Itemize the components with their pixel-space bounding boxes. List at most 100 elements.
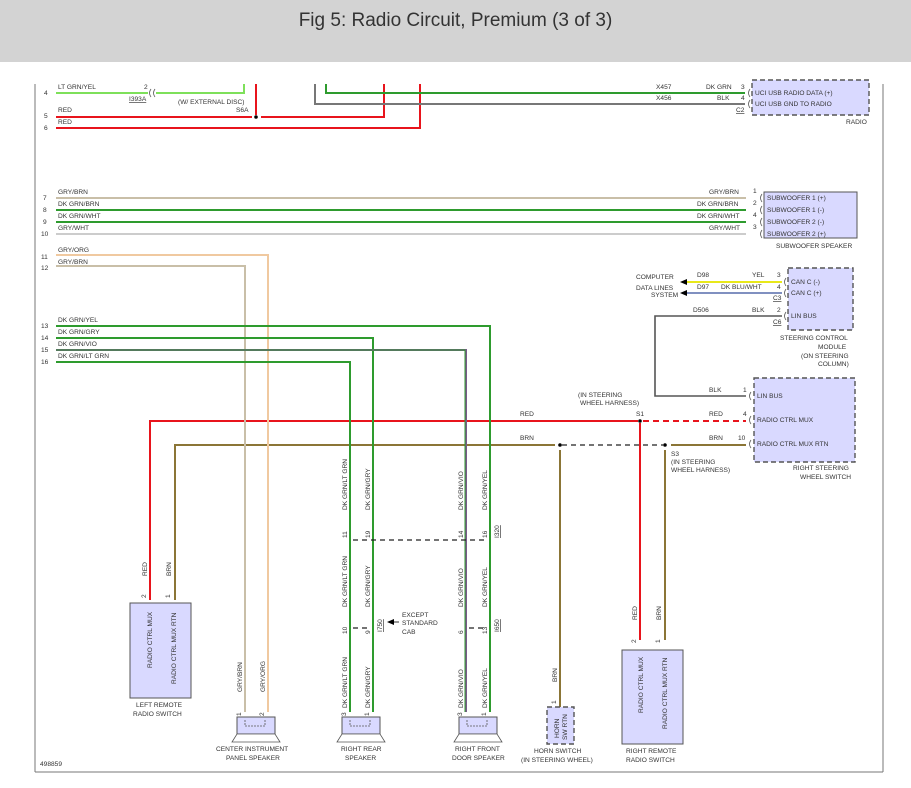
figure-id: 498859 [40, 761, 62, 768]
pin-number: 1 [551, 700, 558, 704]
wire-label: DK GRN/BRN [58, 201, 100, 208]
pin-number: 5 [44, 113, 48, 120]
wire-dk-grn-vio-stripe [56, 349, 466, 712]
wire-dk-grn [325, 84, 745, 94]
pin-function: RADIO CTRL MUX [638, 656, 645, 713]
circuit-id: D98 [697, 272, 709, 279]
left-remote-box [129, 602, 192, 699]
wire-dk-grn-gry [56, 337, 374, 712]
component-label: DOOR SPEAKER [452, 755, 505, 762]
wire-label: GRY/ORG [58, 247, 89, 254]
right-steering-wheel-switch: BLK 1 RED 4 BRN 10 LIN BUS RADIO CTRL MU… [149, 377, 856, 710]
wire-color: BLK [709, 387, 722, 394]
wire-gry-org-center [56, 254, 269, 712]
wire-color: DK GRN/YEL [482, 470, 489, 510]
pin-function: HORN [554, 718, 561, 738]
pin-number: 4 [777, 284, 781, 291]
speaker-cone-icon [231, 733, 281, 743]
wire-red-mux [149, 420, 638, 600]
subwoofer-label: SUBWOOFER SPEAKER [776, 243, 852, 250]
pin-number: 10 [342, 626, 349, 634]
wire-color: GRY/BRN [709, 189, 739, 196]
splice-id: S3 [671, 451, 679, 458]
connector-symbol [760, 193, 763, 239]
wire-label: LT GRN/YEL [58, 84, 96, 91]
note-text: CAB [402, 629, 416, 636]
wire-color: DK GRN/LT GRN [342, 459, 349, 510]
switch-label: RIGHT STEERING [793, 465, 849, 472]
component-label: RADIO SWITCH [133, 711, 182, 718]
splice-dot [558, 443, 562, 447]
pin-number: 2 [777, 307, 781, 314]
wire-label: DK GRN/VIO [58, 341, 97, 348]
pin-function: SW RTN [562, 714, 569, 740]
connector-id: C2 [736, 107, 745, 114]
component-label: PANEL SPEAKER [226, 755, 280, 762]
pin-number: 12 [41, 265, 49, 272]
wire-color: BRN [520, 435, 534, 442]
connector-id: I650 [494, 619, 501, 632]
wire-color: RED [709, 411, 723, 418]
module-label: MODULE [818, 344, 847, 351]
harness-pins: 7 GRY/BRN 8 DK GRN/BRN 9 DK GRN/WHT 10 G… [41, 189, 109, 366]
pin-function: SUBWOOFER 1 (+) [767, 195, 826, 202]
pin-number: 4 [741, 95, 745, 102]
pin-number: 1 [236, 712, 243, 716]
wire-label: DK GRN/YEL [58, 317, 98, 324]
pin-number: 13 [41, 323, 49, 330]
wire-color: BRN [552, 668, 559, 682]
figure-title: Fig 5: Radio Circuit, Premium (3 of 3) [298, 10, 613, 31]
pin-number: 1 [743, 387, 747, 394]
component-label: LEFT REMOTE [136, 702, 183, 709]
pin-function: SUBWOOFER 1 (-) [767, 207, 824, 214]
wire-brn-mux [174, 444, 555, 600]
pin-function: RADIO CTRL MUX [757, 417, 814, 424]
speaker-body [236, 716, 276, 735]
component-label: RIGHT FRONT [455, 746, 500, 753]
radio-label: RADIO [846, 119, 867, 126]
splice-note: (IN STEERING [671, 459, 715, 466]
pin-number: 11 [41, 254, 48, 261]
wire-color: DK GRN/GRY [365, 666, 372, 708]
pin-number: 8 [43, 207, 47, 214]
component-label: RIGHT REMOTE [626, 748, 677, 755]
wire-label: GRY/BRN [58, 189, 88, 196]
subwoofer-speaker [763, 191, 858, 239]
pin-number: 14 [41, 335, 49, 342]
pin-number: 15 [41, 347, 49, 354]
pin-number: 13 [482, 626, 489, 634]
wire-label: DK GRN/GRY [58, 329, 100, 336]
horn-switch-box [546, 706, 575, 745]
top-section: 4 LT GRN/YEL 2 I393A (W/ EXTERNAL DISC) … [44, 79, 870, 132]
wire-color: BLK [752, 307, 765, 314]
wire-color: DK GRN/LT GRN [342, 657, 349, 708]
pin-number: 9 [365, 630, 372, 634]
pin-number: 4 [753, 212, 757, 219]
connector-id: I320 [494, 525, 501, 538]
pin-function: RADIO CTRL MUX [147, 611, 154, 668]
pin-number: 3 [753, 224, 757, 231]
pin-number: 3 [777, 272, 781, 279]
pin-number: 1 [753, 188, 757, 195]
pin-function: SUBWOOFER 2 (+) [767, 231, 826, 238]
pin-number: 1 [165, 594, 172, 598]
splice-note: WHEEL HARNESS) [671, 467, 730, 474]
wire-red-6 [56, 84, 421, 129]
speaker-coil-icon [466, 720, 488, 727]
steering-module-box [787, 267, 854, 331]
splice-dot [638, 419, 642, 423]
pin-number: 4 [44, 90, 48, 97]
wire-color: RED [632, 606, 639, 620]
wire-color: DK GRN [706, 84, 732, 91]
pin-number: 14 [458, 530, 465, 538]
wire-color: RED [142, 562, 149, 576]
connector-pin: 2 [144, 84, 148, 91]
pin-number: 16 [482, 530, 489, 538]
pin-function: UCI USB RADIO DATA (+) [755, 90, 833, 97]
wire-dk-grn-yel [56, 325, 491, 712]
pin-number: 7 [43, 195, 47, 202]
external-label: SYSTEM [651, 292, 678, 299]
pin-function: LIN BUS [757, 393, 783, 400]
pin-number: 2 [141, 594, 148, 598]
arrow-icon [387, 619, 394, 625]
